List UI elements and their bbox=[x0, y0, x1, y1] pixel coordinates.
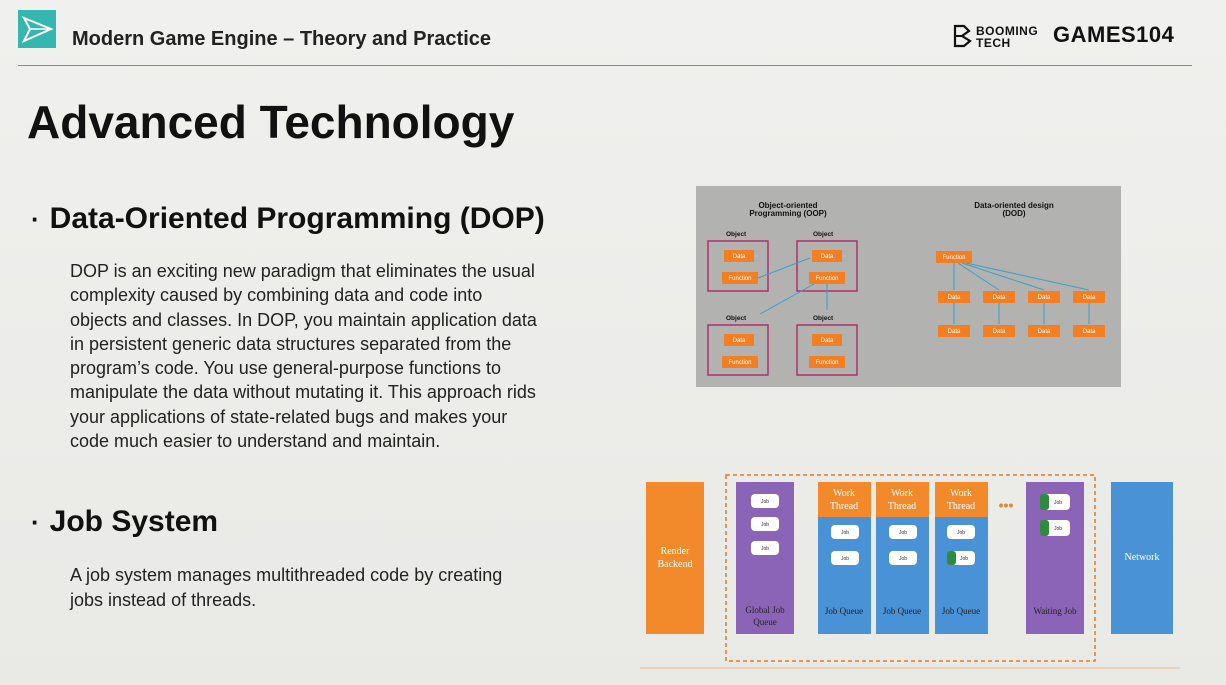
job-token: Job bbox=[761, 522, 769, 528]
job-token: Job bbox=[841, 530, 849, 536]
data-chip: Data bbox=[1038, 295, 1051, 301]
function-chip: Function bbox=[728, 276, 751, 282]
network-label: Network bbox=[1125, 552, 1160, 563]
job-token: Job bbox=[761, 546, 769, 552]
job-token: Job bbox=[899, 530, 907, 536]
booming-text-line2: TECH bbox=[976, 36, 1011, 50]
data-chip: Data bbox=[821, 254, 834, 260]
work-thread-2: Work Thread Job Job Job Queue bbox=[876, 482, 929, 634]
job-token-waiting: Job bbox=[1054, 500, 1062, 506]
data-chip: Data bbox=[948, 329, 961, 335]
course-title: Modern Game Engine – Theory and Practice bbox=[72, 28, 492, 50]
data-chip: Data bbox=[1038, 329, 1051, 335]
render-backend-line1: Render bbox=[661, 546, 691, 557]
waiting-job-label: Waiting Job bbox=[1033, 606, 1077, 616]
object-label: Object bbox=[726, 315, 747, 322]
oop-title-line1: Object-oriented bbox=[758, 201, 817, 210]
job-line: jobs instead of threads. bbox=[70, 589, 257, 610]
worker-region-outline bbox=[725, 474, 1096, 662]
data-chip: Data bbox=[948, 295, 961, 301]
games104-logo: GAMES104 bbox=[1053, 22, 1175, 47]
slide-header: Modern Game Engine – Theory and Practice… bbox=[0, 0, 1226, 66]
data-chip: Data bbox=[821, 338, 834, 344]
booming-text-line1: BOOMING bbox=[976, 24, 1039, 38]
booming-mark-icon bbox=[953, 24, 972, 48]
job-queue-label: Job Queue bbox=[883, 606, 921, 616]
object-label: Object bbox=[813, 231, 834, 238]
dod-function: Function bbox=[936, 251, 972, 263]
section-heading-job-system: · Job System bbox=[31, 505, 218, 539]
job-system-diagram: Render Backend Job Job Job Global Job Qu… bbox=[640, 470, 1184, 670]
section-heading-text: Job System bbox=[49, 505, 219, 538]
function-chip: Function bbox=[815, 276, 838, 282]
render-backend-block: Render Backend bbox=[646, 482, 704, 634]
oop-vs-dod-diagram: Object-oriented Programming (OOP) Data-o… bbox=[696, 186, 1121, 387]
data-chip: Data bbox=[733, 338, 746, 344]
dop-line: objects and classes. In DOP, you maintai… bbox=[70, 309, 537, 330]
work-thread-line1: Work bbox=[891, 488, 913, 499]
function-chip: Function bbox=[942, 255, 965, 261]
dop-line: program’s code. You use general-purpose … bbox=[70, 358, 501, 379]
dod-data-row-1: Data Data Data Data bbox=[938, 291, 1105, 303]
function-chip: Function bbox=[815, 360, 838, 366]
booming-tech-logo: BOOMING TECH bbox=[952, 24, 1042, 50]
job-token-running: Job bbox=[960, 556, 968, 562]
oop-object-3: Object Data Function bbox=[707, 315, 769, 376]
dop-line: DOP is an exciting new paradigm that eli… bbox=[70, 261, 535, 281]
oop-title-line2: Programming (OOP) bbox=[749, 209, 827, 218]
dop-line: manipulate the data without mutating it.… bbox=[70, 382, 536, 403]
network-block: Network bbox=[1111, 482, 1173, 634]
oop-object-1: Object Data Function bbox=[707, 231, 769, 292]
dop-line: code much easier to understand and maint… bbox=[70, 431, 441, 452]
job-token: Job bbox=[899, 556, 907, 562]
dod-arrows bbox=[953, 262, 1090, 324]
job-line: A job system manages multithreaded code … bbox=[70, 565, 503, 585]
dop-line: in persistent generic data structures se… bbox=[70, 333, 512, 354]
section-heading-text: Data-Oriented Programming (DOP) bbox=[49, 202, 545, 235]
dop-line: your applications of state-related bugs … bbox=[70, 406, 508, 427]
more-threads-ellipsis: ••• bbox=[999, 497, 1014, 513]
work-thread-line2: Thread bbox=[947, 501, 975, 512]
work-thread-1: Work Thread Job Job Job Queue bbox=[818, 482, 871, 634]
job-system-description: A job system manages multithreaded code … bbox=[70, 563, 590, 612]
dod-title-line1: Data-oriented design bbox=[974, 201, 1054, 210]
data-chip: Data bbox=[1083, 295, 1096, 301]
object-label: Object bbox=[813, 315, 834, 322]
section-heading-dop: · Data-Oriented Programming (DOP) bbox=[31, 202, 545, 236]
work-thread-line1: Work bbox=[833, 488, 855, 499]
dop-description: DOP is an exciting new paradigm that eli… bbox=[70, 259, 601, 453]
oop-arrows bbox=[757, 257, 828, 315]
dod-data-row-2: Data Data Data Data bbox=[938, 325, 1105, 337]
data-chip: Data bbox=[993, 295, 1006, 301]
work-thread-line1: Work bbox=[950, 488, 972, 499]
course-logo-icon bbox=[18, 10, 56, 48]
bullet-marker: · bbox=[31, 507, 40, 537]
dod-title-line2: (DOD) bbox=[1002, 209, 1025, 218]
work-thread-line2: Thread bbox=[830, 501, 858, 512]
data-chip: Data bbox=[993, 329, 1006, 335]
work-thread-3: Work Thread Job Job Job Queue bbox=[935, 482, 988, 634]
bullet-marker: · bbox=[31, 204, 40, 234]
job-queue-label: Job Queue bbox=[825, 606, 863, 616]
data-chip: Data bbox=[1083, 329, 1096, 335]
job-token: Job bbox=[761, 499, 769, 505]
global-queue-line1: Global Job bbox=[745, 605, 785, 615]
work-thread-line2: Thread bbox=[888, 501, 916, 512]
global-job-queue: Job Job Job Global Job Queue bbox=[736, 482, 794, 634]
dop-line: complexity caused by combining data and … bbox=[70, 285, 483, 306]
function-chip: Function bbox=[728, 360, 751, 366]
object-label: Object bbox=[726, 231, 747, 238]
job-token: Job bbox=[841, 556, 849, 562]
header-divider bbox=[18, 65, 1192, 66]
job-queue-label: Job Queue bbox=[942, 606, 980, 616]
data-chip: Data bbox=[733, 254, 746, 260]
oop-object-2: Object Data Function bbox=[796, 231, 858, 292]
job-token: Job bbox=[957, 530, 965, 536]
oop-object-4: Object Data Function bbox=[796, 315, 858, 376]
render-backend-line2: Backend bbox=[658, 559, 693, 570]
global-queue-line2: Queue bbox=[753, 617, 777, 627]
waiting-job-queue: Job Job Waiting Job bbox=[1026, 482, 1084, 634]
slide-title: Advanced Technology bbox=[27, 96, 515, 148]
job-token-waiting: Job bbox=[1054, 526, 1062, 532]
